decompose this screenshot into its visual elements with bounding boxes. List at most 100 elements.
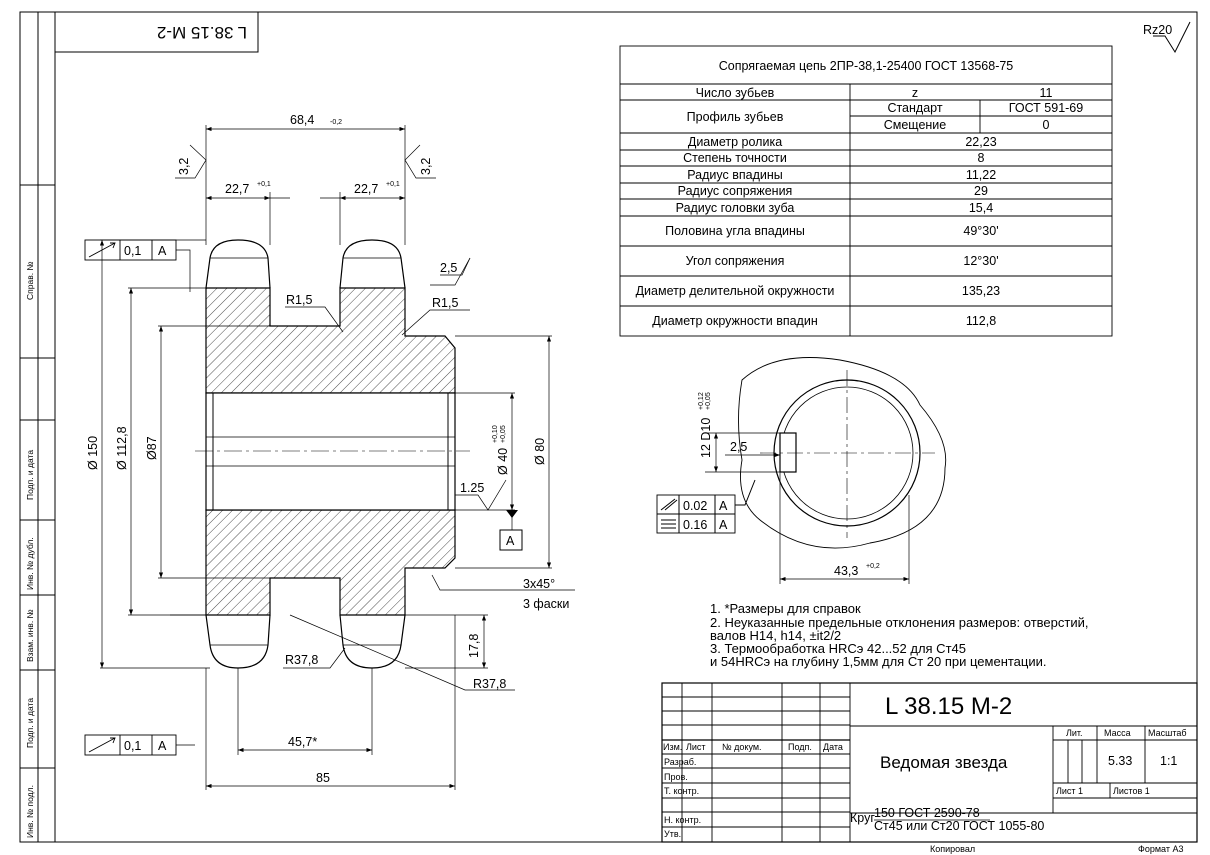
notes: 1. *Размеры для справок 2. Неуказанные п…	[710, 601, 1088, 669]
note-line: валов H14, h14, ±it2/2	[710, 628, 841, 643]
datum-triangle	[506, 510, 518, 518]
izm-label: Изм.	[663, 742, 682, 752]
dim-d10-tol-a: +0,12	[698, 392, 705, 410]
row-value: 12°30'	[963, 254, 998, 268]
dim-chamfer: 3x45°	[523, 577, 555, 591]
podp-label: Подп.	[788, 742, 812, 752]
note-line: 3. Термообработка HRCэ 42...52 для Ст45	[710, 641, 966, 656]
row-label: Радиус сопряжения	[678, 184, 793, 198]
vzam-inv-label: Взам. инв. №	[25, 609, 35, 662]
inv-podl-label: Инв. № подл.	[25, 785, 35, 838]
title-stamp-box	[54, 11, 259, 53]
row-label: Диаметр ролика	[688, 135, 782, 149]
dim-r15b: R1,5	[432, 296, 458, 310]
row-label: Угол сопряжения	[686, 254, 785, 268]
row-value: 29	[974, 184, 988, 198]
masshtab-value: 1:1	[1160, 754, 1177, 768]
datum-a-box	[499, 529, 523, 551]
inv-dubl-label: Инв. № дубл.	[25, 537, 35, 590]
lit-label: Лит.	[1066, 728, 1083, 738]
tol-002-datum: A	[719, 499, 728, 513]
keyway-view	[656, 357, 947, 584]
roughness-label: Rz20	[1143, 23, 1172, 37]
dim-433-tol: +0,2	[866, 563, 880, 570]
tolerance-frame-bottom	[84, 734, 177, 756]
tol-016-datum: A	[719, 518, 728, 532]
massa-label: Масса	[1104, 728, 1131, 738]
dim-68-tol: -0,2	[330, 119, 342, 126]
dim-40: Ø 40	[496, 448, 510, 475]
sheet-frame	[19, 11, 1198, 843]
dim-1128: Ø 112,8	[115, 426, 129, 470]
dim-r378b: R37,8	[473, 677, 506, 691]
row-label: Половина угла впадины	[665, 224, 805, 238]
parameter-table-text: Сопрягаемая цепь 2ПР-38,1-25400 ГОСТ 135…	[636, 59, 1084, 328]
note-line: 1. *Размеры для справок	[710, 601, 861, 616]
dim-d10-tol-b: +0,05	[705, 392, 712, 410]
parameter-table	[619, 45, 1113, 337]
sprocket-section	[195, 239, 470, 669]
listov-label: Листов 1	[1113, 786, 1150, 796]
row-value: 11	[1040, 86, 1053, 100]
tol-top-value: 0,1	[124, 244, 141, 258]
dimension-texts: 68,4 -0,2 3,2 3,2 22,7 +0,1 22,7 +0,1 R1…	[86, 113, 569, 785]
tol-bottom-datum: A	[158, 739, 167, 753]
row-sub: Стандарт	[887, 101, 942, 115]
keyway-texts: 12 D10 +0,12 +0,05 2,5 0.02 A 0.16 A 43,…	[683, 392, 880, 578]
row-label: Диаметр делительной окружности	[636, 284, 835, 298]
dimension-lines	[99, 125, 575, 790]
dokum-label: № докум.	[722, 742, 762, 752]
kopiroval-label: Копировал	[930, 844, 975, 854]
row-label: Радиус головки зуба	[676, 201, 795, 215]
row-value: 0	[1043, 118, 1050, 132]
dim-68: 68,4	[290, 113, 314, 127]
title-block-texts: L 38.15 M-2 Ведомая звезда Круг 150 ГОСТ…	[663, 693, 1187, 854]
list-label: Лист 1	[1056, 786, 1083, 796]
dim-chamfer-2: 3 фаски	[523, 597, 569, 611]
prov-label: Пров.	[664, 772, 688, 782]
dim-40-tol-b: +0,05	[500, 425, 507, 443]
dim-227a: 22,7	[225, 182, 249, 196]
tkontr-label: Т. контр.	[664, 786, 699, 796]
row-label: Число зубьев	[696, 86, 775, 100]
dim-457: 45,7*	[288, 735, 317, 749]
dim-87: Ø87	[145, 436, 159, 460]
dim-80: Ø 80	[533, 438, 547, 465]
utv-label: Утв.	[664, 829, 681, 839]
format-label: Формат А3	[1138, 844, 1183, 854]
datum-a-label: A	[506, 534, 515, 548]
row-value: 11,22	[966, 168, 996, 182]
dim-178: 17,8	[467, 634, 481, 658]
dim-25: 2,5	[440, 261, 457, 275]
dim-227b-tol: +0,1	[386, 181, 400, 188]
roughness-symbol	[1153, 21, 1191, 54]
podp-data-label: Подп. и дата	[25, 450, 35, 500]
tol-bottom-value: 0,1	[124, 739, 141, 753]
row-value: ГОСТ 591-69	[1009, 101, 1083, 115]
tol-016: 0.16	[683, 518, 707, 532]
row-value: 49°30'	[963, 224, 998, 238]
list-col-label: Лист	[686, 742, 706, 752]
dim-227b: 22,7	[354, 182, 378, 196]
row-label: Радиус впадины	[687, 168, 783, 182]
dim-227a-tol: +0,1	[257, 181, 271, 188]
dim-433: 43,3	[834, 564, 858, 578]
row-value: 135,23	[962, 284, 1000, 298]
title-name: Ведомая звезда	[880, 753, 1008, 772]
massa-value: 5.33	[1108, 754, 1132, 768]
razrab-label: Разраб.	[664, 757, 696, 767]
material-bottom: Ст45 или Ст20 ГОСТ 1055-80	[874, 819, 1044, 833]
row-sub: Смещение	[884, 118, 947, 132]
dim-125: 1.25	[460, 481, 484, 495]
material-top: 150 ГОСТ 2590-78	[874, 806, 980, 820]
dim-32a: 3,2	[177, 158, 191, 175]
podp-data2-label: Подп. и дата	[25, 698, 35, 748]
sprav-no-label: Справ. №	[25, 261, 35, 300]
tol-002: 0.02	[683, 499, 707, 513]
data-label: Дата	[823, 742, 843, 752]
row-value: 112,8	[966, 314, 996, 328]
note-line: и 54HRCэ на глубину 1,5мм для Ст 20 при …	[710, 654, 1047, 669]
dim-r378a: R37,8	[285, 653, 318, 667]
note-line: 2. Неуказанные предельные отклонения раз…	[710, 615, 1088, 630]
